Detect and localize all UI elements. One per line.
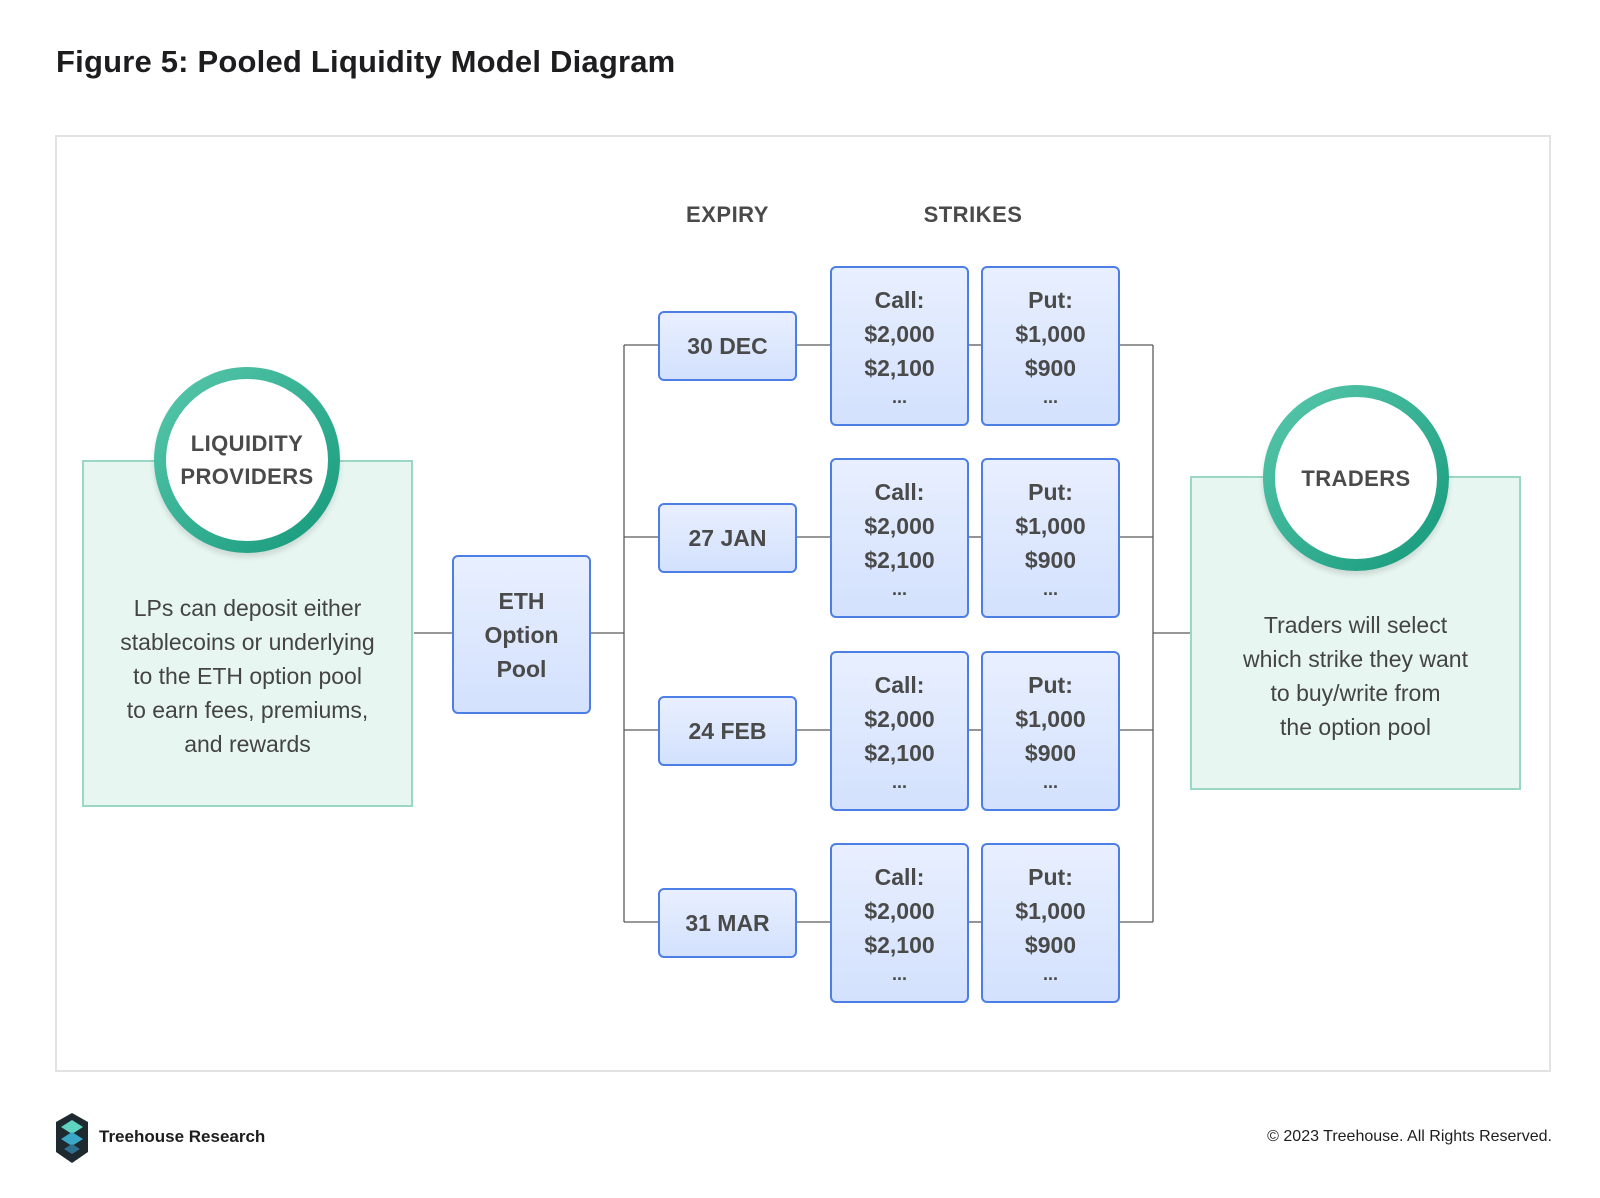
- ellipsis: ...: [891, 772, 907, 792]
- figure-title: Figure 5: Pooled Liquidity Model Diagram: [56, 44, 676, 79]
- traders-text-line: to buy/write from: [1270, 680, 1441, 706]
- traders-circle-label: TRADERS: [1301, 465, 1411, 491]
- strike-value: $900: [1024, 740, 1077, 766]
- strike-value: $2,100: [864, 355, 935, 381]
- strike-value: $900: [1024, 355, 1077, 381]
- liquidity-providers-circle: LIQUIDITY PROVIDERS: [154, 367, 340, 553]
- traders-text-line: the option pool: [1280, 714, 1431, 740]
- expiry-box: 31 MAR: [658, 888, 797, 958]
- strike-value: $2,000: [864, 898, 935, 924]
- put-strikes-box: Put: $1,000 $900 ...: [981, 266, 1120, 426]
- call-label: Call:: [874, 287, 925, 313]
- lp-text-line: to earn fees, premiums,: [126, 697, 369, 723]
- brand-name: Treehouse Research: [99, 1127, 266, 1146]
- put-strikes-box: Put: $1,000 $900 ...: [981, 651, 1120, 811]
- strike-value: $1,000: [1015, 706, 1086, 732]
- put-strikes-box: Put: $1,000 $900 ...: [981, 458, 1120, 618]
- traders-text-line: which strike they want: [1243, 646, 1468, 672]
- eth-option-pool-box: ETH Option Pool: [452, 555, 591, 714]
- call-strikes-box: Call: $2,000 $2,100 ...: [830, 266, 969, 426]
- pool-label-line: Option: [484, 621, 559, 648]
- lp-circle-label: LIQUIDITY: [190, 431, 304, 456]
- strike-value: $2,100: [864, 932, 935, 958]
- ellipsis: ...: [1042, 387, 1058, 407]
- copyright-notice: © 2023 Treehouse. All Rights Reserved.: [1267, 1128, 1552, 1145]
- put-strikes-box: Put: $1,000 $900 ...: [981, 843, 1120, 1003]
- strike-value: $1,000: [1015, 321, 1086, 347]
- strike-value: $2,000: [864, 321, 935, 347]
- expiry-box: 30 DEC: [658, 311, 797, 381]
- ellipsis: ...: [1042, 964, 1058, 984]
- strike-value: $2,100: [864, 547, 935, 573]
- call-strikes-box: Call: $2,000 $2,100 ...: [830, 843, 969, 1003]
- ellipsis: ...: [891, 387, 907, 407]
- call-label: Call:: [874, 672, 925, 698]
- ellipsis: ...: [891, 579, 907, 599]
- pool-label-line: ETH: [498, 587, 545, 614]
- pool-label-line: Pool: [496, 655, 547, 682]
- lp-text-line: LPs can deposit either: [133, 595, 362, 621]
- lp-text-line: stablecoins or underlying: [120, 629, 375, 655]
- traders-text-line: Traders will select: [1263, 612, 1448, 638]
- put-label: Put:: [1028, 672, 1073, 698]
- call-strikes-box: Call: $2,000 $2,100 ...: [830, 458, 969, 618]
- lp-text-line: and rewards: [184, 731, 311, 757]
- strike-value: $2,000: [864, 706, 935, 732]
- diagram-frame: [55, 135, 1551, 1072]
- strike-value: $2,000: [864, 513, 935, 539]
- put-label: Put:: [1028, 864, 1073, 890]
- lp-text-line: to the ETH option pool: [133, 663, 362, 689]
- call-label: Call:: [874, 479, 925, 505]
- put-label: Put:: [1028, 479, 1073, 505]
- lp-circle-label: PROVIDERS: [180, 464, 314, 489]
- put-label: Put:: [1028, 287, 1073, 313]
- treehouse-logo-icon: [56, 1113, 88, 1163]
- strike-value: $1,000: [1015, 898, 1086, 924]
- ellipsis: ...: [1042, 579, 1058, 599]
- strike-value: $900: [1024, 547, 1077, 573]
- strike-value: $1,000: [1015, 513, 1086, 539]
- traders-circle: TRADERS: [1263, 385, 1449, 571]
- liquidity-providers-description: LPs can deposit either stablecoins or un…: [82, 591, 413, 761]
- call-label: Call:: [874, 864, 925, 890]
- expiry-box: 27 JAN: [658, 503, 797, 573]
- ellipsis: ...: [1042, 772, 1058, 792]
- expiry-box: 24 FEB: [658, 696, 797, 766]
- strike-value: $2,100: [864, 740, 935, 766]
- strike-value: $900: [1024, 932, 1077, 958]
- traders-description: Traders will select which strike they wa…: [1190, 608, 1521, 744]
- call-strikes-box: Call: $2,000 $2,100 ...: [830, 651, 969, 811]
- expiry-header: EXPIRY: [686, 202, 769, 227]
- strikes-header: STRIKES: [923, 202, 1023, 227]
- ellipsis: ...: [891, 964, 907, 984]
